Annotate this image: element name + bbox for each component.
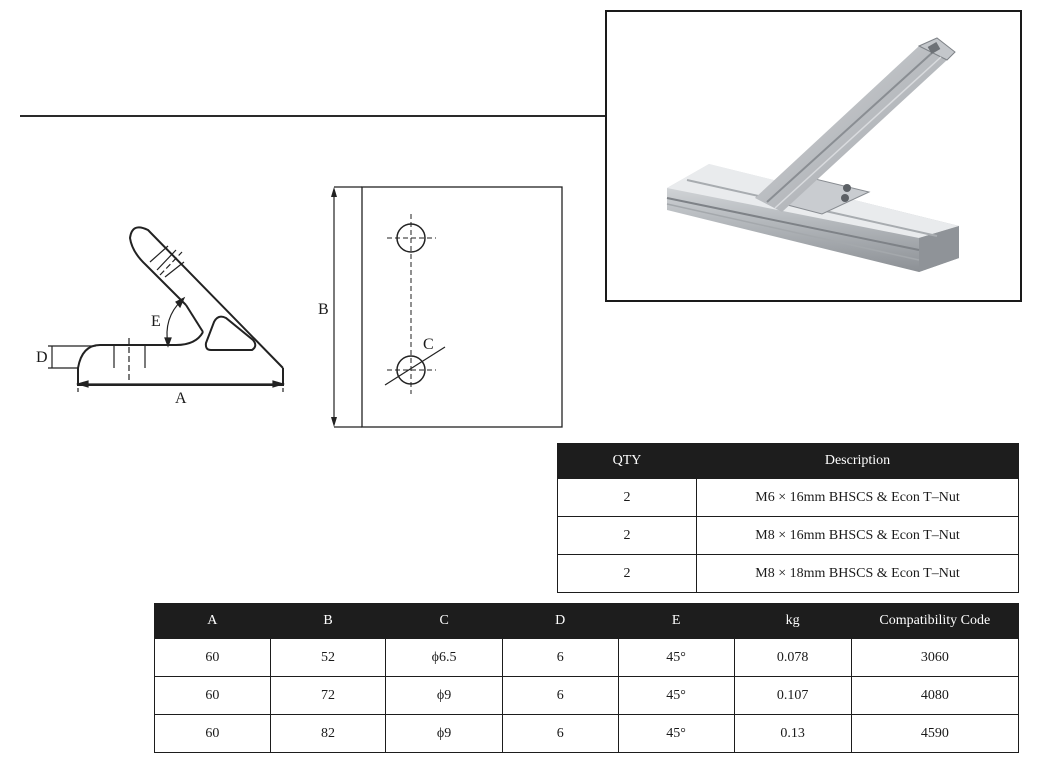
header-description: Description bbox=[696, 443, 1019, 479]
dimension-a bbox=[75, 380, 286, 392]
product-photo bbox=[605, 10, 1022, 302]
cell-c: ϕ6.5 bbox=[385, 638, 503, 677]
header-compatibility-code: Compatibility Code bbox=[850, 603, 1020, 639]
cell-d: 6 bbox=[501, 714, 619, 753]
cell-a: 60 bbox=[154, 638, 271, 677]
hardware-header-row: QTY Description bbox=[557, 443, 1019, 479]
header-kg: kg bbox=[733, 603, 852, 639]
table-row: 60 82 ϕ9 6 45° 0.13 4590 bbox=[154, 714, 1020, 753]
description-cell: M6 × 16mm BHSCS & Econ T–Nut bbox=[696, 478, 1019, 517]
cell-kg: 0.078 bbox=[733, 638, 852, 677]
header-c: C bbox=[385, 603, 503, 639]
dimension-header-row: A B C D E kg Compatibility Code bbox=[154, 603, 1020, 639]
cell-d: 6 bbox=[501, 638, 619, 677]
cell-a: 60 bbox=[154, 676, 271, 715]
label-e: E bbox=[151, 313, 161, 330]
qty-cell: 2 bbox=[557, 478, 697, 517]
angle-e bbox=[164, 296, 186, 348]
cell-e: 45° bbox=[617, 638, 735, 677]
table-row: 60 72 ϕ9 6 45° 0.107 4080 bbox=[154, 676, 1020, 715]
cell-b: 82 bbox=[269, 714, 387, 753]
header-b: B bbox=[269, 603, 387, 639]
cell-c: ϕ9 bbox=[385, 676, 503, 715]
dimension-d bbox=[48, 345, 96, 369]
label-a: A bbox=[175, 390, 187, 407]
label-c: C bbox=[423, 336, 434, 353]
cell-compatibility-code: 4080 bbox=[850, 676, 1020, 715]
table-row: 2 M8 × 18mm BHSCS & Econ T–Nut bbox=[557, 554, 1019, 593]
header-rule bbox=[20, 115, 606, 117]
cell-e: 45° bbox=[617, 676, 735, 715]
diagonal-extrusion bbox=[755, 37, 956, 212]
cell-kg: 0.13 bbox=[733, 714, 852, 753]
cell-compatibility-code: 4590 bbox=[850, 714, 1020, 753]
dimension-table: A B C D E kg Compatibility Code 60 52 ϕ6… bbox=[154, 603, 1020, 753]
header-e: E bbox=[617, 603, 735, 639]
cell-c: ϕ9 bbox=[385, 714, 503, 753]
description-cell: M8 × 16mm BHSCS & Econ T–Nut bbox=[696, 516, 1019, 555]
header-qty: QTY bbox=[557, 443, 697, 479]
header-d: D bbox=[501, 603, 619, 639]
bracket-face-view bbox=[331, 186, 563, 428]
table-row: 2 M6 × 16mm BHSCS & Econ T–Nut bbox=[557, 478, 1019, 517]
cell-b: 72 bbox=[269, 676, 387, 715]
label-d: D bbox=[36, 349, 48, 366]
bracket-side-view bbox=[77, 226, 284, 386]
cell-kg: 0.107 bbox=[733, 676, 852, 715]
description-cell: M8 × 18mm BHSCS & Econ T–Nut bbox=[696, 554, 1019, 593]
product-illustration bbox=[666, 37, 959, 272]
cell-d: 6 bbox=[501, 676, 619, 715]
qty-cell: 2 bbox=[557, 516, 697, 555]
cell-e: 45° bbox=[617, 714, 735, 753]
cell-a: 60 bbox=[154, 714, 271, 753]
table-row: 60 52 ϕ6.5 6 45° 0.078 3060 bbox=[154, 638, 1020, 677]
label-b: B bbox=[318, 301, 329, 318]
header-a: A bbox=[154, 603, 271, 639]
cell-compatibility-code: 3060 bbox=[850, 638, 1020, 677]
cell-b: 52 bbox=[269, 638, 387, 677]
qty-cell: 2 bbox=[557, 554, 697, 593]
table-row: 2 M8 × 16mm BHSCS & Econ T–Nut bbox=[557, 516, 1019, 555]
hardware-table: QTY Description 2 M6 × 16mm BHSCS & Econ… bbox=[557, 443, 1019, 593]
